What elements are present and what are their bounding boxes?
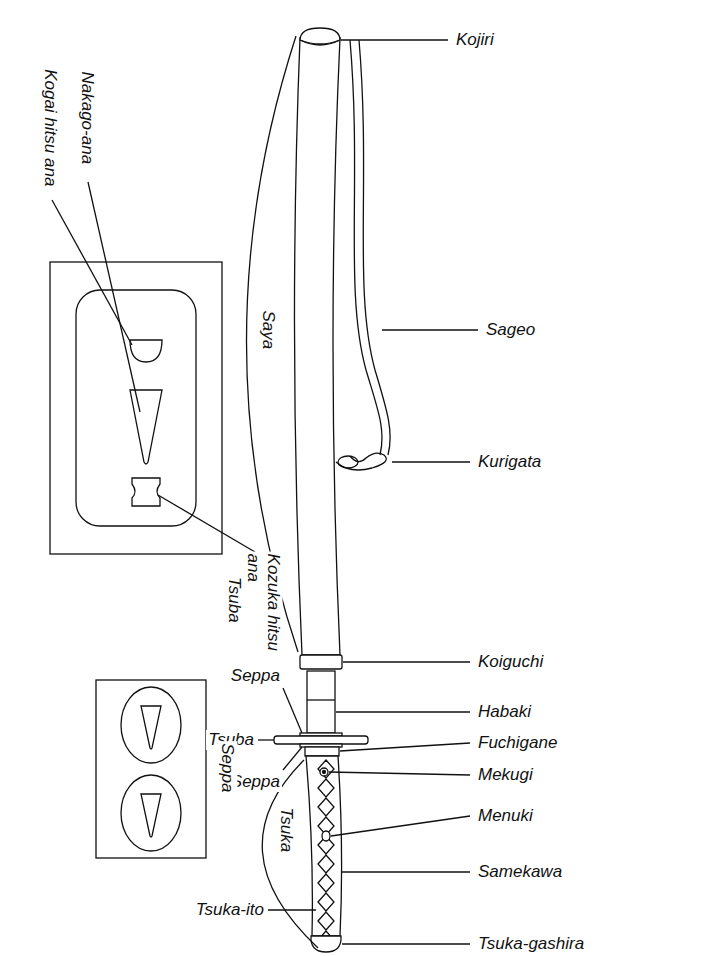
sageo-cord (359, 40, 390, 455)
leader-line (158, 495, 255, 552)
tsuka-ito-diamond (318, 760, 334, 778)
part-label: Mekugi (476, 765, 535, 785)
mekugi-peg (323, 771, 326, 774)
leader-line (341, 871, 470, 872)
habaki (307, 671, 335, 733)
kogai-hitsu-ana-hole (130, 340, 162, 362)
saya-body (294, 38, 340, 655)
tsuka-ito-diamond (318, 855, 334, 873)
part-label: Sageo (484, 320, 537, 340)
mekugi-peg (320, 768, 328, 776)
leader-line (331, 816, 470, 836)
seppa-hole (141, 706, 161, 749)
menuki-ornament (322, 831, 330, 841)
part-label: Fuchigane (476, 733, 559, 753)
leader-line (392, 461, 470, 462)
seppa-hole (141, 794, 161, 837)
part-label: Kozuka hitsu ana (243, 552, 282, 656)
leader-line (336, 711, 470, 712)
tsuka-ito-diamond (318, 779, 334, 797)
leader-line (283, 747, 302, 770)
fuchigane-collar (305, 747, 339, 756)
part-label: Kojiri (454, 30, 496, 50)
part-label: Seppa (229, 666, 282, 686)
part-label: Tsuka-gashira (476, 934, 586, 954)
part-label: Tsuka-ito (194, 900, 266, 920)
part-label: Koiguchi (476, 652, 545, 672)
sageo-knot (336, 453, 386, 470)
koiguchi-band (300, 655, 342, 669)
leader-line (382, 329, 478, 330)
kozuka-hitsu-ana-hole (132, 478, 160, 506)
tsuka-ito-diamond (318, 912, 334, 930)
kojiri-line (300, 40, 340, 45)
leader-line (88, 182, 140, 412)
seppa-detail-box (96, 680, 206, 858)
tsuka-ito-diamond (318, 798, 334, 816)
tsuka-gashira-cap (311, 936, 341, 952)
leader-line (342, 943, 470, 944)
part-label: Samekawa (476, 862, 564, 882)
part-label: Saya (258, 309, 278, 352)
part-label: Seppa (218, 741, 238, 794)
seppa-washer (121, 687, 181, 763)
tsuba-plate (274, 736, 368, 744)
part-label: Menuki (476, 806, 535, 826)
kojiri-cap (300, 28, 340, 44)
part-label: Kurigata (476, 452, 543, 472)
part-label: Tsuka (276, 806, 296, 855)
habaki-line (307, 699, 335, 700)
seppa-washer (121, 775, 181, 851)
tsuka-ito-diamond (318, 874, 334, 892)
tsuka-handle (306, 756, 342, 936)
leader-line (341, 39, 448, 40)
tsuba-detail-box (50, 262, 222, 554)
tsuba-outline (76, 290, 196, 526)
leader-line (283, 688, 302, 733)
part-label: Habaki (476, 702, 533, 722)
tsuka-ito-diamond (318, 893, 334, 911)
part-label: Nakago-ana (77, 70, 97, 167)
nakago-ana-hole (130, 390, 162, 464)
part-label: Kogai hitsu ana (41, 67, 61, 188)
leader-line (268, 909, 316, 910)
leader-line (329, 772, 470, 775)
tsuka-ito-wrap (318, 760, 334, 949)
leader-line (343, 661, 470, 662)
leader-line (340, 743, 470, 751)
sageo-cord (350, 40, 382, 455)
part-label: Tsuba (224, 575, 244, 625)
leader-line (258, 739, 274, 740)
